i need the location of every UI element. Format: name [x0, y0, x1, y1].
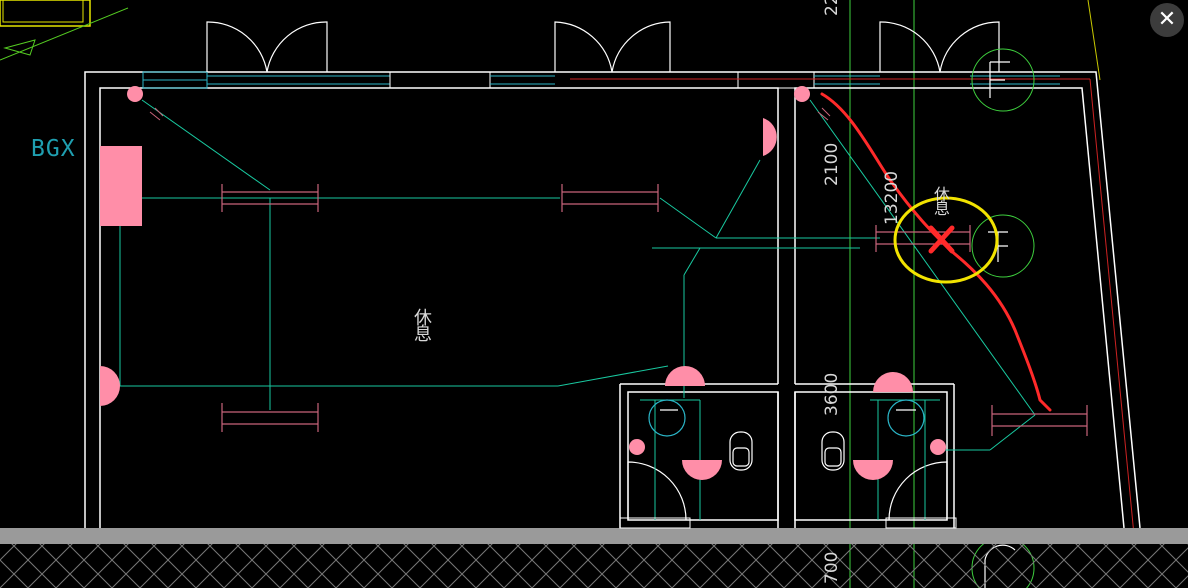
room-label-main: 休息: [411, 308, 432, 340]
toilets: [648, 399, 925, 471]
windows: [142, 71, 1060, 89]
dim-2100: 2100: [822, 142, 842, 186]
building-walls: [84, 71, 1141, 529]
dim-top: 22: [822, 0, 842, 16]
markup-red-x: [928, 225, 955, 254]
distribution-cabinet[interactable]: [100, 146, 142, 226]
top-left-fragment: [0, 0, 129, 61]
close-button[interactable]: ✕: [1150, 3, 1184, 37]
close-icon: ✕: [1157, 7, 1177, 32]
markup-red-line: [820, 92, 1052, 412]
doors: [206, 21, 1000, 521]
dim-700: 700: [822, 551, 842, 584]
lamp-bars: [221, 184, 1088, 436]
room-label-right: 休息: [931, 186, 950, 214]
dim-3600: 3600: [822, 372, 842, 416]
pink-fixtures: [100, 86, 946, 480]
column-markers: [971, 48, 1035, 588]
cabinet-label: BGX: [31, 136, 76, 162]
red-guide-line-2: [1089, 78, 1135, 536]
pipe-network: [119, 99, 1036, 520]
markup-yellow-circle: [893, 196, 999, 284]
dim-13200: 13200: [882, 170, 902, 225]
ground-band: [0, 517, 1188, 588]
tick-marks: [149, 107, 831, 121]
